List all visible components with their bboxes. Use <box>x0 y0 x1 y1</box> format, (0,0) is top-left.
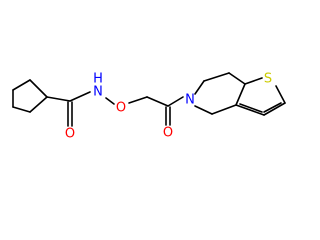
bond-cp5 <box>29 96 48 113</box>
bond-s-c2 <box>275 85 286 104</box>
atom-o3: O <box>163 126 173 141</box>
amide-group <box>46 91 91 127</box>
bond-c2-c3 <box>263 102 286 116</box>
atom-s1: S <box>264 72 272 87</box>
bond-c7a-s <box>244 77 263 85</box>
atom-n1: N <box>93 85 103 100</box>
bond-c6-c7 <box>203 72 230 82</box>
bond-ring-carbonyl <box>46 96 71 102</box>
linker <box>105 96 169 107</box>
atom-labels: O N H O O N S <box>65 72 272 142</box>
bond-c7-c7a <box>228 72 246 85</box>
bond-n-o <box>105 97 115 105</box>
bond-n2-c6 <box>194 80 205 95</box>
bond-c3-c3a-double <box>239 103 263 113</box>
atom-o1: O <box>65 127 75 142</box>
amide-group-2 <box>165 96 184 126</box>
thiophene-ring <box>235 77 286 116</box>
bond-c7a-c3a <box>235 83 246 106</box>
bond-c3-c3a <box>235 104 265 116</box>
atom-o2: O <box>116 101 126 116</box>
atom-h1: H <box>93 72 103 87</box>
piperidine-ring <box>194 72 246 115</box>
bond-ch2-co <box>146 96 169 107</box>
bond-c3a-c4 <box>211 104 237 115</box>
bond-c-n <box>69 91 91 102</box>
bond-cp2 <box>12 79 31 91</box>
bond-c2-c3-double <box>263 102 282 113</box>
bond-c-n2 <box>167 96 184 107</box>
bond-o-ch2 <box>128 96 148 104</box>
bond-cp4 <box>12 106 31 113</box>
bond-c4-n2 <box>194 105 213 115</box>
cyclopentane-ring <box>12 79 48 113</box>
atom-n2: N <box>185 93 195 108</box>
bond-cp1 <box>29 79 48 98</box>
molecule-structure: O N H O O N S <box>12 72 286 142</box>
